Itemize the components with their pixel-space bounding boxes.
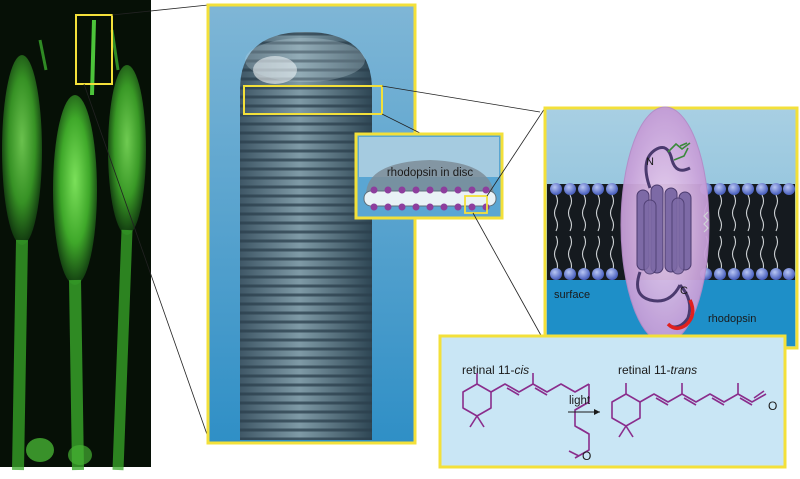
- reaction-arrowhead-icon: [594, 409, 600, 415]
- n-terminus-label: N: [646, 156, 654, 168]
- light-label: light: [569, 395, 591, 407]
- rhodopsin-label: rhodopsin: [708, 313, 756, 325]
- retinal-trans-label: retinal 11-trans: [618, 363, 697, 377]
- rod-highlight-box: [243, 85, 383, 115]
- retinal-cis-label: retinal 11-cis: [462, 363, 529, 377]
- cis-oxygen-label: O: [582, 449, 591, 463]
- cis-retinal-structure: [462, 373, 590, 459]
- leader-line: [83, 83, 211, 444]
- leader-line: [472, 212, 549, 349]
- retinal-trans-suffix: trans: [670, 363, 697, 377]
- retinal-trans-prefix: retinal 11-: [618, 363, 670, 377]
- retinal-cis-prefix: retinal 11-: [462, 363, 514, 377]
- retinal-cis-suffix: cis: [514, 363, 529, 377]
- c-terminus-label: C: [680, 285, 688, 297]
- leader-line: [381, 113, 423, 135]
- disc-inset-label: rhodopsin in disc: [387, 167, 474, 179]
- fluorescence-micrograph: [0, 0, 151, 471]
- glycosylation-icon: [667, 142, 691, 161]
- retinal-isomerization-panel: retinal 11-cis retinal 11-trans O light: [438, 334, 787, 469]
- disc-inset-panel: rhodopsin in disc: [354, 132, 504, 220]
- leader-line: [111, 4, 209, 16]
- leader-line: [381, 85, 541, 113]
- rod-outer-segment-panel: [206, 3, 417, 445]
- surface-label: surface: [554, 289, 590, 301]
- leader-line: [486, 107, 546, 197]
- micrograph-highlight-box: [75, 14, 113, 85]
- rhodopsin-helices: [636, 184, 692, 275]
- disc-rhodopsin-dots: [370, 186, 490, 211]
- trans-retinal-structure: [611, 383, 767, 438]
- membrane-rhodopsin-panel: N C surface rhodopsin: [543, 106, 799, 350]
- trans-oxygen-label: O: [768, 399, 777, 413]
- disc-highlight-box: [464, 195, 488, 214]
- c-terminus-red-segment: [666, 299, 695, 330]
